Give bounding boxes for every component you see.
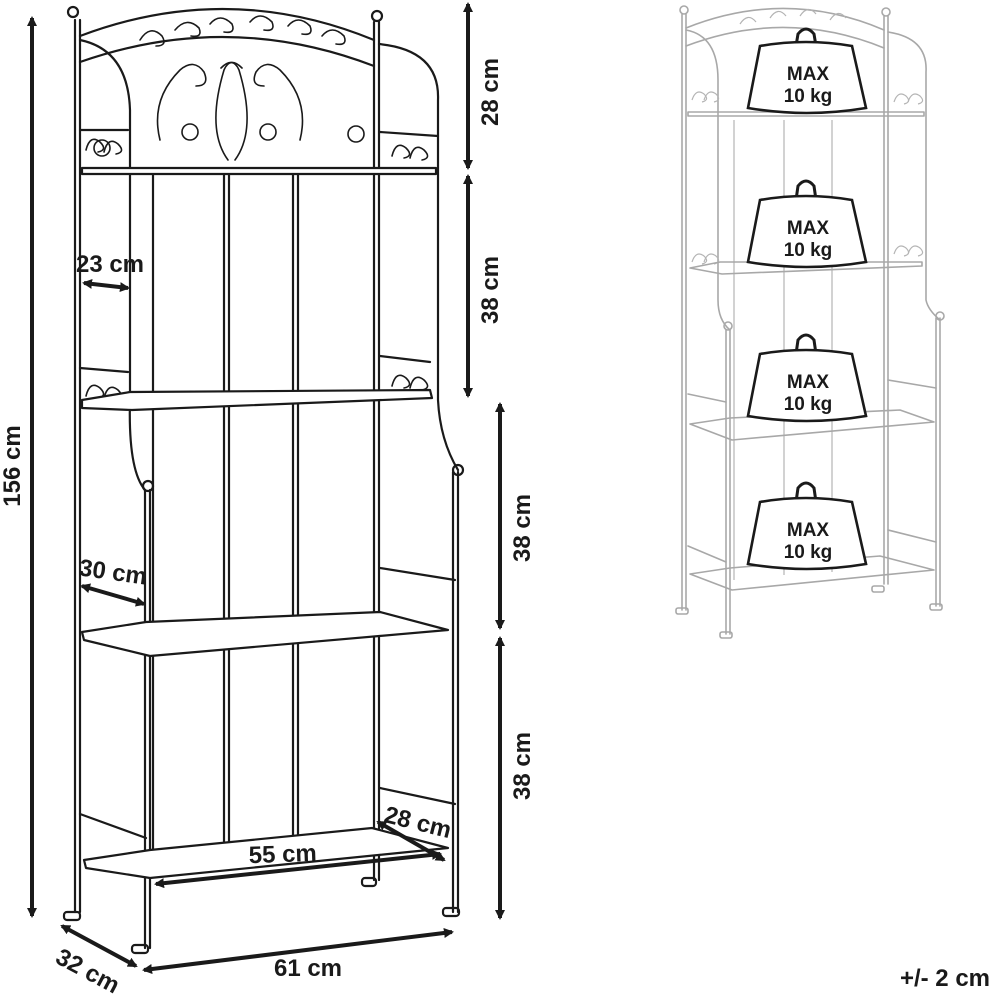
weight-max-label: MAX [787, 372, 830, 393]
dim-overall-width: 61 cm [142, 928, 454, 982]
weight-kg-label: 10 kg [784, 394, 833, 415]
tolerance-note: +/- 2 cm [900, 965, 990, 992]
weight-max-label: MAX [787, 64, 830, 85]
overall-width-label: 61 cm [274, 955, 342, 982]
lower-shelf-depth-label: 30 cm [77, 554, 148, 590]
weight-icon: MAX 10 kg [746, 333, 868, 423]
weight-kg-label: 10 kg [784, 542, 833, 563]
weight-kg-label: 10 kg [784, 86, 833, 107]
dim-section-3: 38 cm [495, 402, 536, 630]
weight-kg-label: 10 kg [784, 240, 833, 261]
top-section-label: 28 cm [477, 58, 504, 126]
rack-load-view [675, 5, 945, 639]
section-3-label: 38 cm [509, 494, 536, 562]
weight-max-label: MAX [787, 218, 830, 239]
dim-section-4: 38 cm [495, 636, 536, 920]
bottom-shelf-width-label: 55 cm [248, 840, 317, 869]
weight-max-label: MAX [787, 520, 830, 541]
dim-bottom-shelf-width: 55 cm [154, 840, 442, 889]
weight-icon: MAX 10 kg [746, 27, 868, 115]
section-4-label: 38 cm [509, 732, 536, 800]
dim-upper-shelf-depth: 23 cm [76, 251, 144, 293]
weight-icon: MAX 10 kg [746, 179, 868, 269]
upper-shelf-depth-label: 23 cm [76, 251, 144, 278]
dim-overall-depth: 32 cm [51, 924, 138, 999]
section-2-label: 38 cm [477, 256, 504, 324]
dim-lower-shelf-depth: 30 cm [77, 554, 149, 607]
dim-total-height: 156 cm [0, 15, 37, 918]
weight-icon: MAX 10 kg [746, 481, 868, 571]
height-total-label: 156 cm [0, 425, 26, 506]
dim-section-2: 38 cm [463, 174, 504, 398]
dim-top-section: 28 cm [463, 2, 504, 170]
